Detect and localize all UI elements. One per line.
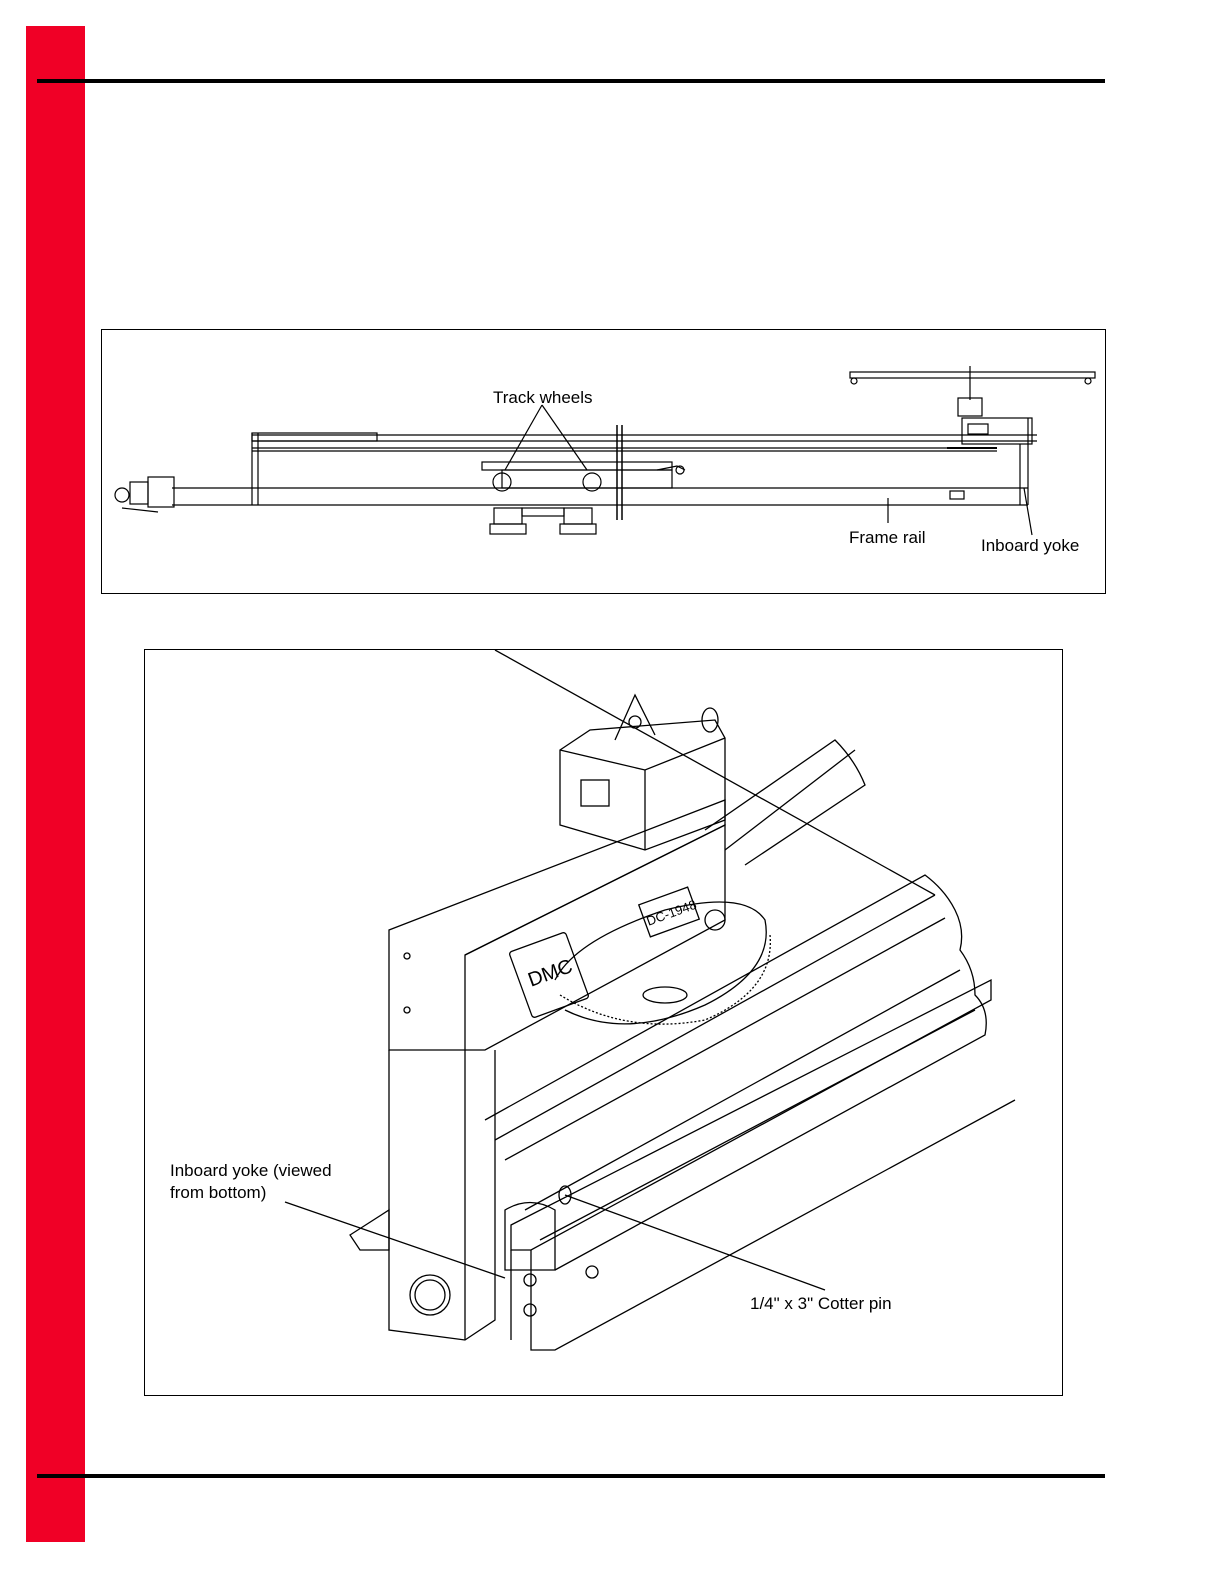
motor — [148, 477, 174, 507]
bridge-rail — [850, 372, 1095, 378]
figure-side-view: Track wheels Frame rail Inboard yoke — [101, 329, 1106, 594]
svg-text:DMC: DMC — [525, 955, 575, 991]
label-track-wheels: Track wheels — [493, 387, 593, 409]
side-view-drawing — [102, 330, 1105, 593]
center-carriage — [482, 462, 672, 470]
leg-hole — [410, 1275, 450, 1315]
drive-unit — [958, 398, 982, 416]
gearbox — [560, 720, 725, 850]
lift-tab — [615, 695, 655, 740]
yoke-detail-drawing: DMC DC-1948 — [145, 650, 1062, 1395]
label-inboard-yoke-bottom-line2: from bottom) — [170, 1182, 266, 1204]
label-inboard-yoke: Inboard yoke — [981, 535, 1079, 557]
label-frame-rail: Frame rail — [849, 527, 926, 549]
top-rule — [37, 79, 1105, 83]
label-inboard-yoke-bottom-line1: Inboard yoke (viewed — [170, 1160, 332, 1182]
red-side-bar — [26, 26, 85, 1542]
label-cotter-pin: 1/4" x 3" Cotter pin — [750, 1293, 892, 1315]
dmc-tag — [950, 491, 964, 499]
svg-text:DC-1948: DC-1948 — [644, 897, 698, 929]
figure-inboard-yoke-detail: DMC DC-1948 Inboard yoke (viewe — [144, 649, 1063, 1396]
yoke-top — [389, 800, 725, 1050]
carriage-box — [962, 418, 1032, 444]
gearbox-label — [581, 780, 609, 806]
bottom-rule — [37, 1474, 1105, 1478]
yoke-leg — [389, 1050, 495, 1340]
